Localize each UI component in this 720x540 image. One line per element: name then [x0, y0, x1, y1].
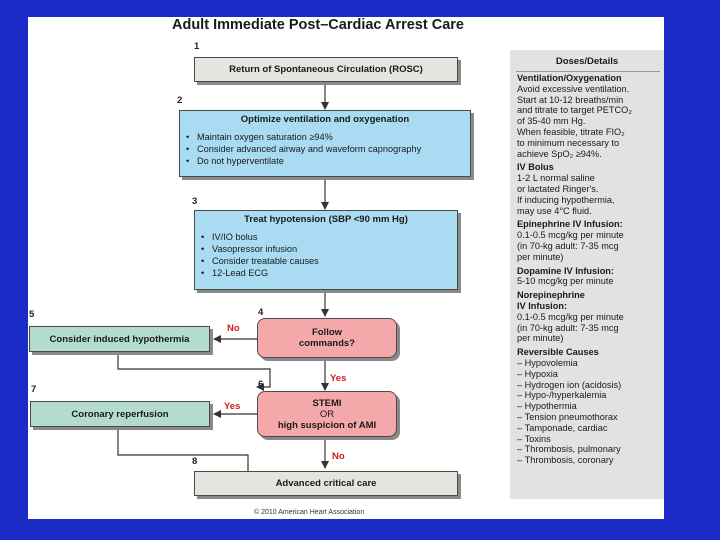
rosc-label: Return of Spontaneous Circulation (ROSC) [229, 64, 423, 75]
ventilation-bullet-1: Maintain oxygen saturation ≥94% [186, 131, 470, 143]
reversible-causes-heading: Reversible Causes [517, 347, 599, 358]
rosc-box: Return of Spontaneous Circulation (ROSC) [194, 57, 458, 82]
slide: Adult Immediate Post–Cardiac Arrest Care… [28, 17, 664, 519]
decision-4-line-1: Follow [311, 327, 343, 338]
ventilation-box: Optimize ventilation and oxygenation Mai… [179, 110, 471, 177]
epinephrine-section: Epinephrine IV Infusion: 0.1-0.5 mcg/kg … [517, 219, 663, 262]
step-number-5: 5 [29, 309, 35, 320]
ventilation-line: to minimum necessary to [517, 137, 620, 148]
norepinephrine-line: per minute) [517, 333, 564, 344]
ventilation-bullet-3: Do not hyperventilate [186, 155, 470, 167]
epinephrine-line: (in 70-kg adult: 7-35 mcg [517, 240, 619, 251]
arrow-7-8 [117, 427, 275, 480]
epinephrine-line: per minute) [517, 251, 564, 262]
iv-bolus-section: IV Bolus 1-2 L normal saline or lactated… [517, 162, 663, 216]
norepinephrine-heading-2: IV Infusion: [517, 300, 568, 311]
hypotension-box: Treat hypotension (SBP <90 mm Hg) IV/IO … [194, 210, 458, 290]
iv-bolus-line: or lactated Ringer's. [517, 183, 599, 194]
edge-label-no-4-5: No [227, 323, 240, 334]
stemi-decision: STEMI OR high suspicion of AMI [257, 391, 397, 437]
critical-care-label: Advanced critical care [275, 478, 377, 489]
norepinephrine-heading: Norepinephrine [517, 290, 585, 301]
ventilation-section: Ventilation/Oxygenation Avoid excessive … [517, 73, 663, 159]
step-number-1: 1 [194, 41, 200, 52]
epinephrine-line: 0.1-0.5 mcg/kg per minute [517, 230, 624, 241]
hypothermia-label: Consider induced hypothermia [49, 333, 190, 345]
decision-4-line-2: commands? [299, 338, 355, 349]
dopamine-section: Dopamine IV Infusion: 5-10 mcg/kg per mi… [517, 266, 663, 288]
ventilation-bullet-2: Consider advanced airway and waveform ca… [186, 143, 470, 155]
reversible-cause-item: Thrombosis, coronary [517, 455, 663, 466]
ventilation-title: Optimize ventilation and oxygenation [240, 114, 410, 125]
step-number-6: 6 [258, 379, 264, 390]
arrow-5-7 [117, 352, 271, 391]
reversible-cause-item: Hypo-/hyperkalemia [517, 390, 663, 401]
reversible-cause-item: Toxins [517, 434, 663, 445]
reperfusion-box: Coronary reperfusion [30, 401, 210, 427]
reversible-causes-section: Reversible Causes Hypovolemia Hypoxia Hy… [517, 347, 663, 466]
ventilation-line: When feasible, titrate FIO₂ [517, 126, 625, 137]
ventilation-line: Start at 10-12 breaths/min [517, 94, 624, 105]
reversible-cause-item: Hypovolemia [517, 358, 663, 369]
reversible-cause-item: Thrombosis, pulmonary [517, 444, 663, 455]
follow-commands-decision: Follow commands? [257, 318, 397, 358]
hypotension-bullet-1: IV/IO bolus [201, 231, 457, 243]
hypotension-bullet-3: Consider treatable causes [201, 255, 457, 267]
ventilation-line: Avoid excessive ventilation. [517, 83, 630, 94]
doses-details-panel: Doses/Details Ventilation/Oxygenation Av… [510, 50, 664, 499]
decision-6-line-2: OR [319, 408, 335, 420]
step-number-2: 2 [177, 95, 183, 106]
norepinephrine-line: (in 70-kg adult: 7-35 mcg [517, 322, 619, 333]
step-number-3: 3 [192, 196, 198, 207]
doses-divider [516, 71, 660, 72]
edge-label-yes-6-7: Yes [224, 401, 241, 412]
iv-bolus-line: If inducing hypothermia, [517, 194, 615, 205]
decision-6-line-1: STEMI [312, 397, 342, 409]
iv-bolus-heading: IV Bolus [517, 162, 554, 173]
reperfusion-label: Coronary reperfusion [71, 408, 169, 420]
dopamine-line: 5-10 mcg/kg per minute [517, 276, 614, 287]
hypotension-bullet-4: 12-Lead ECG [201, 267, 457, 279]
edge-label-no-6-8: No [332, 451, 345, 462]
step-number-7: 7 [31, 384, 37, 395]
step-number-8: 8 [192, 456, 198, 467]
dopamine-heading: Dopamine IV Infusion: [517, 265, 614, 276]
ventilation-line: and titrate to target PETCO₂ [517, 105, 632, 116]
hypotension-title: Treat hypotension (SBP <90 mm Hg) [244, 214, 408, 225]
page-title: Adult Immediate Post–Cardiac Arrest Care [172, 17, 464, 33]
iv-bolus-line: may use 4°C fluid. [517, 205, 592, 216]
ventilation-line: of 35-40 mm Hg. [517, 116, 586, 127]
ventilation-line: achieve SpO₂ ≥94%. [517, 148, 602, 159]
reversible-cause-item: Hypothermia [517, 401, 663, 412]
edge-label-yes-4-6: Yes [330, 373, 347, 384]
iv-bolus-line: 1-2 L normal saline [517, 173, 595, 184]
reversible-cause-item: Tension pneumothorax [517, 412, 663, 423]
epinephrine-heading: Epinephrine IV Infusion: [517, 219, 623, 230]
step-number-4: 4 [258, 307, 264, 318]
ventilation-heading: Ventilation/Oxygenation [517, 73, 622, 83]
hypothermia-box: Consider induced hypothermia [29, 326, 210, 352]
reversible-cause-item: Hydrogen ion (acidosis) [517, 380, 663, 391]
reversible-cause-item: Hypoxia [517, 369, 663, 380]
copyright: © 2010 American Heart Association [254, 509, 365, 516]
norepinephrine-line: 0.1-0.5 mcg/kg per minute [517, 311, 624, 322]
reversible-cause-item: Tamponade, cardiac [517, 423, 663, 434]
critical-care-box: Advanced critical care [194, 471, 458, 496]
doses-header: Doses/Details [555, 56, 619, 67]
decision-6-line-3: high suspicion of AMI [277, 419, 377, 431]
hypotension-bullet-2: Vasopressor infusion [201, 243, 457, 255]
norepinephrine-section: Norepinephrine IV Infusion: 0.1-0.5 mcg/… [517, 290, 663, 344]
